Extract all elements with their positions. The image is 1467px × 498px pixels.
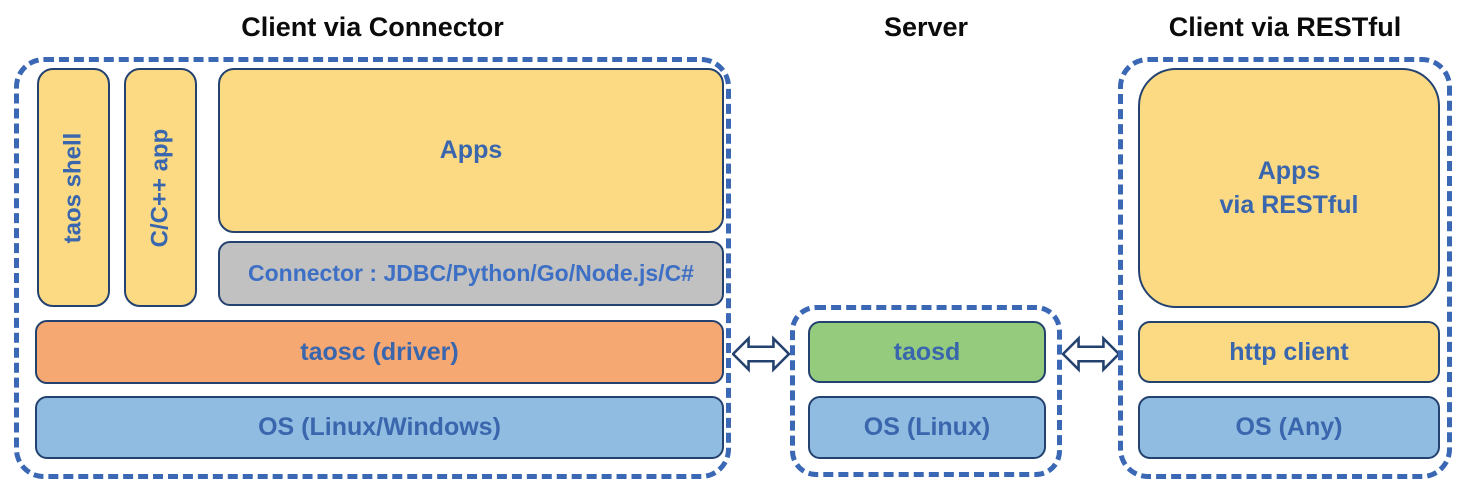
http-client-box: http client bbox=[1138, 321, 1440, 383]
os-linux-windows-label: OS (Linux/Windows) bbox=[258, 413, 501, 441]
server-title: Server bbox=[883, 12, 969, 42]
os-linux-box: OS (Linux) bbox=[808, 396, 1046, 459]
taosd-box: taosd bbox=[808, 321, 1046, 383]
client-server-arrow-icon bbox=[732, 335, 790, 373]
apps-box: Apps bbox=[218, 68, 724, 233]
http-client-label: http client bbox=[1229, 337, 1349, 366]
os-linux-label: OS (Linux) bbox=[863, 413, 991, 441]
cpp-app-box: C/C++ app bbox=[124, 68, 197, 307]
client-connector-group bbox=[14, 57, 731, 479]
cpp-app-label: C/C++ app bbox=[146, 128, 174, 247]
server-restful-arrow-icon bbox=[1062, 335, 1120, 373]
apps-label: Apps bbox=[439, 136, 503, 164]
taosd-label: taosd bbox=[893, 337, 961, 366]
client-restful-title: Client via RESTful bbox=[1168, 12, 1402, 42]
client-connector-title: Client via Connector bbox=[241, 12, 504, 42]
connector-box: Connector : JDBC/Python/Go/Node.js/C# bbox=[218, 241, 724, 306]
apps-via-restful-label-line2: via RESTful bbox=[1219, 191, 1359, 219]
apps-via-restful-box: Apps via RESTful bbox=[1138, 68, 1440, 308]
taosc-driver-box: taosc (driver) bbox=[35, 320, 724, 384]
client-restful-group bbox=[1118, 57, 1452, 479]
apps-via-restful-label-line1: Apps bbox=[1257, 157, 1321, 185]
taosc-driver-label: taosc (driver) bbox=[300, 337, 459, 366]
connector-label: Connector : JDBC/Python/Go/Node.js/C# bbox=[248, 260, 694, 286]
os-linux-windows-box: OS (Linux/Windows) bbox=[35, 396, 724, 459]
taos-shell-label: taos shell bbox=[59, 132, 87, 243]
os-any-box: OS (Any) bbox=[1138, 396, 1440, 459]
taos-shell-box: taos shell bbox=[37, 68, 110, 307]
os-any-label: OS (Any) bbox=[1235, 413, 1343, 441]
server-group bbox=[790, 305, 1062, 477]
